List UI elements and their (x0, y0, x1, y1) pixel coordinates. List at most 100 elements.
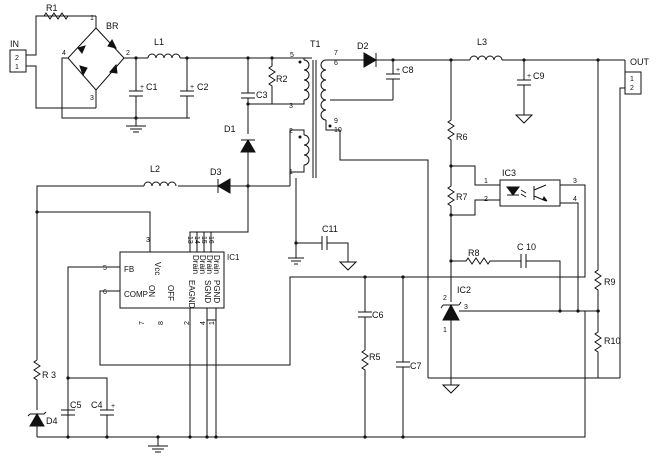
c10-label: C 10 (517, 242, 536, 252)
c6-label: C6 (372, 310, 384, 320)
ic1-pin-4: 4 (200, 321, 207, 325)
ic1-drain-name-4: Drain (212, 255, 221, 274)
ic3-pin-3: 3 (573, 178, 577, 185)
capacitor-c10: C 10 (515, 242, 561, 311)
resistor-r3: R 3 (33, 359, 56, 410)
bridge-label: BR (106, 21, 119, 31)
capacitor-c2: + C2 (180, 56, 209, 118)
capacitor-c8: + C8 (386, 60, 414, 100)
r2-label: R2 (276, 74, 288, 84)
c2-plus: + (190, 84, 194, 91)
resistor-r1: R1 (36, 3, 96, 20)
capacitor-c5: C5 (61, 400, 82, 437)
inductor-l3: L3 (469, 37, 503, 61)
ic1-eagnd-name: EAGND (187, 280, 196, 309)
t1-pin-9: 9 (334, 118, 338, 125)
input-pin-2: 2 (15, 55, 19, 62)
ic1-pin-15: 15 (200, 236, 207, 244)
ic1-fb-name: FB (124, 265, 134, 274)
capacitor-c9: + C9 (517, 60, 545, 115)
bridge-pin-3: 3 (90, 95, 94, 102)
c1-label: C1 (146, 82, 158, 92)
ic1-pin-7: 7 (139, 321, 146, 325)
c5-label: C5 (70, 400, 82, 410)
r1-label: R1 (46, 3, 58, 13)
t1-pin-6: 6 (334, 60, 338, 67)
ic1-comp-pin: 6 (103, 289, 107, 296)
capacitor-c11: C11 (296, 224, 349, 262)
c8-plus: + (396, 67, 400, 74)
ic2-pin-2: 2 (443, 295, 447, 302)
capacitor-c7: C7 (396, 277, 422, 437)
output-connector: OUT 1 2 (624, 57, 650, 95)
bridge-pin-1: 1 (90, 15, 94, 22)
inductor-l2: L2 (143, 164, 177, 187)
diode-d3: D3 (210, 167, 231, 194)
ic1-pin-2: 2 (184, 321, 191, 325)
c7-label: C7 (410, 361, 422, 371)
t1-pin-3: 3 (289, 103, 293, 110)
r3-label: R 3 (42, 370, 56, 380)
ic1-off-name: OFF (166, 285, 175, 301)
ic2-pin-1: 1 (443, 327, 447, 334)
ic3-label: IC3 (502, 168, 516, 178)
resistor-r10: R10 (594, 311, 621, 378)
ic1-fb-pin: 5 (103, 265, 107, 272)
ground-aux (288, 243, 304, 265)
c9-plus: + (527, 73, 531, 80)
d2-label: D2 (357, 41, 369, 51)
t1-label: T1 (310, 39, 321, 49)
d4-label: D4 (46, 416, 58, 426)
ground-ic2 (441, 384, 461, 394)
c3-label: C3 (256, 90, 268, 100)
c4-label: C4 (91, 400, 103, 410)
t1-pin-5: 5 (290, 52, 294, 59)
resistor-r7: R7 (447, 166, 468, 215)
ground-c9 (514, 114, 534, 124)
output-pin-2: 2 (630, 85, 634, 92)
input-connector: IN 2 1 (9, 39, 27, 73)
diode-d1: D1 (224, 124, 256, 186)
ic1-drain-name-2: Drain (198, 255, 207, 274)
shunt-regulator-ic2: IC2 2 3 1 (440, 215, 600, 385)
ground-primary (126, 116, 146, 133)
d3-label: D3 (210, 167, 222, 177)
controller-ic1: IC1 FB COMP 5 6 3 Vcc 13 14 15 16 Drain … (103, 236, 240, 325)
l1-label: L1 (154, 37, 164, 47)
inductor-l1: L1 (147, 37, 181, 59)
ic1-comp-name: COMP (124, 290, 148, 299)
resistor-r6: R6 (447, 60, 468, 166)
zener-d4: D4 (27, 411, 58, 437)
r10-label: R10 (604, 336, 621, 346)
capacitor-c3: C3 (241, 58, 268, 134)
ic2-label: IC2 (457, 285, 471, 295)
l2-label: L2 (150, 164, 160, 174)
ic1-pin-1: 1 (209, 321, 216, 325)
t1-pin-2: 2 (289, 128, 293, 135)
c2-label: C2 (197, 82, 209, 92)
d1-label: D1 (224, 124, 236, 134)
bridge-pin-2: 2 (126, 50, 130, 57)
bridge-rectifier: BR 1 2 3 4 (62, 15, 130, 108)
capacitor-c1: + C1 (129, 56, 158, 118)
resistor-r9: R9 (594, 60, 616, 311)
ic1-drain-name-3: Drain (205, 255, 214, 274)
c4-plus: + (111, 403, 115, 410)
output-pin-1: 1 (630, 76, 634, 83)
ic2-pin-3: 3 (464, 304, 468, 311)
ic1-vcc-name: Vcc (153, 262, 162, 275)
t1-pin-7: 7 (334, 50, 338, 57)
resistor-r8: R8 (451, 248, 515, 265)
l3-label: L3 (477, 37, 487, 47)
c1-plus: + (140, 84, 144, 91)
ic1-on-name: ON (147, 285, 156, 297)
bridge-pin-4: 4 (62, 50, 66, 57)
r6-label: R6 (456, 132, 468, 142)
r8-label: R8 (468, 248, 480, 258)
c8-label: C8 (402, 65, 414, 75)
ground-c11 (338, 261, 358, 271)
resistor-r5: R5 (361, 349, 381, 437)
capacitor-c6: C6 (358, 277, 384, 350)
diode-d2: D2 (357, 41, 377, 68)
